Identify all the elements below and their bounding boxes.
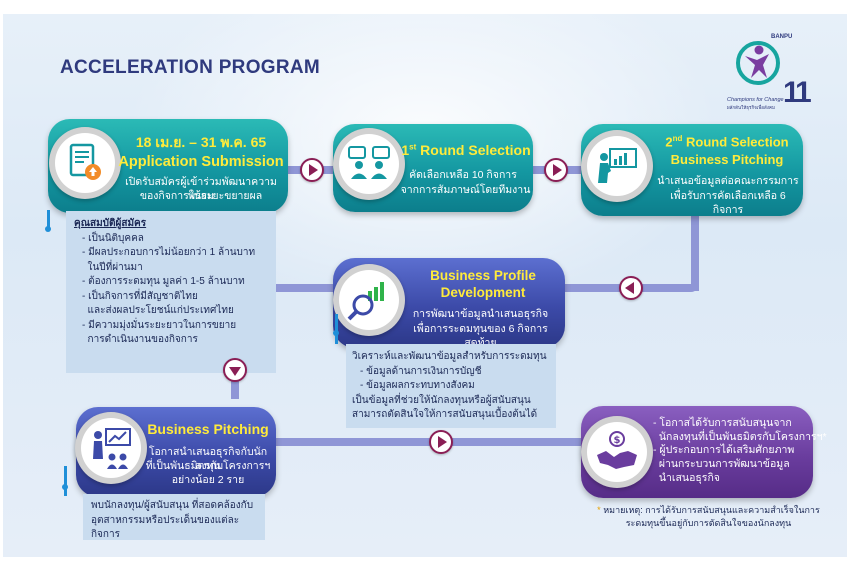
business-pitching-desc-2: ที่เป็นพันธมิตรกับโครงการฯ (145, 460, 271, 472)
interview-icon (348, 146, 390, 179)
qualifications-list: - เป็นนิติบุคคล - มีผลประกอบการไม่น้อยกว… (74, 232, 268, 348)
business-profile-title-2: Development (440, 285, 526, 300)
note-asterisk: * (597, 505, 601, 515)
list-item: เป็นข้อมูลที่ช่วยให้นักลงทุนหรือผู้สนับส… (352, 394, 531, 406)
list-item: - เป็นนิติบุคคล (82, 232, 144, 244)
champion-figure-icon (736, 41, 780, 85)
first-round-desc-2: จากการสัมภาษณ์โดยทีมงาน (400, 184, 531, 196)
list-item: วิเคราะห์และพัฒนาข้อมูลสำหรับการระดมทุน (352, 351, 547, 362)
support-icon-circle: $ (581, 416, 653, 488)
list-item: สามารถตัดสินใจให้การสนับสนุนเบื้องต้นได้ (352, 409, 538, 420)
list-item: ผ่านกระบวนการพัฒนาข้อมูล (653, 457, 790, 470)
analytics-magnifier-icon (347, 282, 384, 321)
business-pitching-title: Business Pitching (147, 421, 269, 437)
presentation-icon (598, 148, 637, 183)
first-round-title: 1st Round Selection (401, 142, 531, 158)
flow-arrow-down (223, 358, 247, 382)
application-desc-2: ของกิจการในระยะขยายผล (139, 190, 263, 202)
logo-tagline: Champions for Change (727, 97, 784, 103)
flow-arrow-left (619, 276, 643, 300)
business-pitching-desc-3: อย่างน้อย 2 ราย (171, 474, 245, 486)
list-item: - ข้อมูลผลกระทบทางสังคม (360, 380, 475, 391)
document-upload-icon (69, 143, 101, 180)
first-round-title-text: Round Selection (416, 142, 531, 158)
page-title: ACCELERATION PROGRAM (60, 57, 321, 78)
connector-line (231, 284, 351, 292)
list-item: - ผู้ประกอบการได้เสริมศักยภาพ (653, 444, 795, 457)
qualifications-heading: คุณสมบัติผู้สมัคร (74, 218, 147, 229)
flow-arrow-right (544, 158, 568, 182)
qualifications-accent-bar (47, 210, 50, 228)
business-profile-accent-bar (335, 314, 338, 344)
list-item: - ต้องการระดมทุน มูลค่า 1-5 ล้านบาท (82, 276, 245, 287)
qualifications-accent-dot (45, 226, 51, 232)
list-item: อุตสาหกรรมหรือประเด็นของแต่ละกิจการ (91, 514, 240, 541)
connector-line (691, 209, 699, 291)
list-item: นำเสนอธุรกิจ (653, 471, 720, 484)
list-item: - มีความมุ่งมั่นระยะยาวในการขยาย (82, 319, 237, 331)
second-round-icon-circle (581, 130, 653, 202)
list-item: - มีผลประกอบการไม่น้อยกว่า 1 ล้านบาท (82, 247, 256, 258)
svg-text:$: $ (614, 435, 621, 446)
first-round-icon-circle (333, 128, 405, 200)
second-round-desc-1: นำเสนอข้อมูลต่อคณะกรรมการ (657, 175, 799, 187)
list-item: ในปีที่ผ่านมา (82, 261, 143, 273)
list-item: การดำเนินงานของกิจการ (82, 334, 198, 345)
logo-edition: 11 (783, 76, 812, 109)
list-item: - เป็นกิจการที่มีสัญชาติไทย (82, 290, 198, 302)
business-profile-icon-circle (333, 264, 405, 336)
list-item: - โอกาสได้รับการสนับสนุนจาก (653, 417, 792, 429)
application-date: 18 เม.ย. – 31 พ.ค. 65 (135, 134, 267, 150)
business-profile-accent-dot (333, 330, 339, 336)
list-item: - ข้อมูลด้านการเงินการบัญชี (360, 365, 482, 377)
flow-arrow-right (429, 430, 453, 454)
application-icon-circle (49, 127, 121, 199)
support-note-1: หมายเหตุ: การได้รับการสนับสนุนและความสำเ… (603, 505, 820, 515)
second-round-title-num: 2 (665, 134, 673, 150)
second-round-title-text: Round Selection (682, 134, 789, 150)
application-title: Application Submission (118, 154, 284, 170)
logo-brand: BANPU (771, 34, 793, 40)
second-round-title: 2nd Round Selection (653, 134, 801, 149)
first-round-title-num: 1 (401, 142, 410, 158)
business-pitching-panel: พบนักลงทุน/ผู้สนับสนุน ที่สอดคล้องกับ อุ… (83, 494, 265, 540)
business-pitching-icon-circle (75, 412, 147, 484)
list-item: และส่งผลประโยชน์แก่ประเทศไทย (82, 305, 234, 316)
support-note-2: ระดมทุนขึ้นอยู่กับการตัดสินใจของนักลงทุน (625, 517, 792, 528)
second-round-title-2: Business Pitching (670, 152, 784, 167)
second-round-title-sup: nd (672, 134, 683, 143)
business-pitching-accent-bar (64, 466, 67, 496)
business-profile-title-1: Business Profile (430, 268, 536, 283)
business-profile-panel: วิเคราะห์และพัฒนาข้อมูลสำหรับการระดมทุน … (346, 344, 556, 428)
first-round-title-sup: st (409, 142, 417, 152)
support-note: * หมายเหตุ: การได้รับการสนับสนุนและความส… (596, 504, 821, 529)
logo-tagline-th: ผลักดันให้ธุรกิจเพื่อสังคม (727, 105, 775, 110)
list-item: พบนักลงทุน/ผู้สนับสนุน ที่สอดคล้องกับ (91, 500, 254, 511)
application-desc-1: เปิดรับสมัครผู้เข้าร่วมพัฒนาความพร้อม (125, 176, 277, 202)
business-pitching-accent-dot (62, 484, 68, 490)
flow-arrow-right (300, 158, 324, 182)
banpu-logo: BANPU 11 Champions for Change ผลักดันให้… (727, 34, 817, 114)
business-pitching-desc-1: โอกาสนำเสนอธุรกิจกับนักลงทุน (148, 446, 268, 472)
list-item: นักลงทุนที่เป็นพันธมิตรกับโครงการฯ* (653, 430, 827, 443)
handshake-money-icon: $ (597, 431, 637, 469)
second-round-desc-2: เพื่อรับการคัดเลือกเหลือ 6 กิจการ (670, 190, 786, 216)
infographic-canvas: ACCELERATION PROGRAM BANPU 11 Champions … (3, 14, 847, 557)
support-list: - โอกาสได้รับการสนับสนุนจาก นักลงทุนที่เ… (653, 417, 827, 485)
pitch-audience-icon (93, 428, 131, 469)
business-profile-desc-1: การพัฒนาข้อมูลนำเสนอธุรกิจ (412, 308, 549, 320)
qualifications-panel: คุณสมบัติผู้สมัคร - เป็นนิติบุคคล - มีผล… (66, 211, 276, 373)
first-round-desc-1: คัดเลือกเหลือ 10 กิจการ (409, 169, 517, 181)
